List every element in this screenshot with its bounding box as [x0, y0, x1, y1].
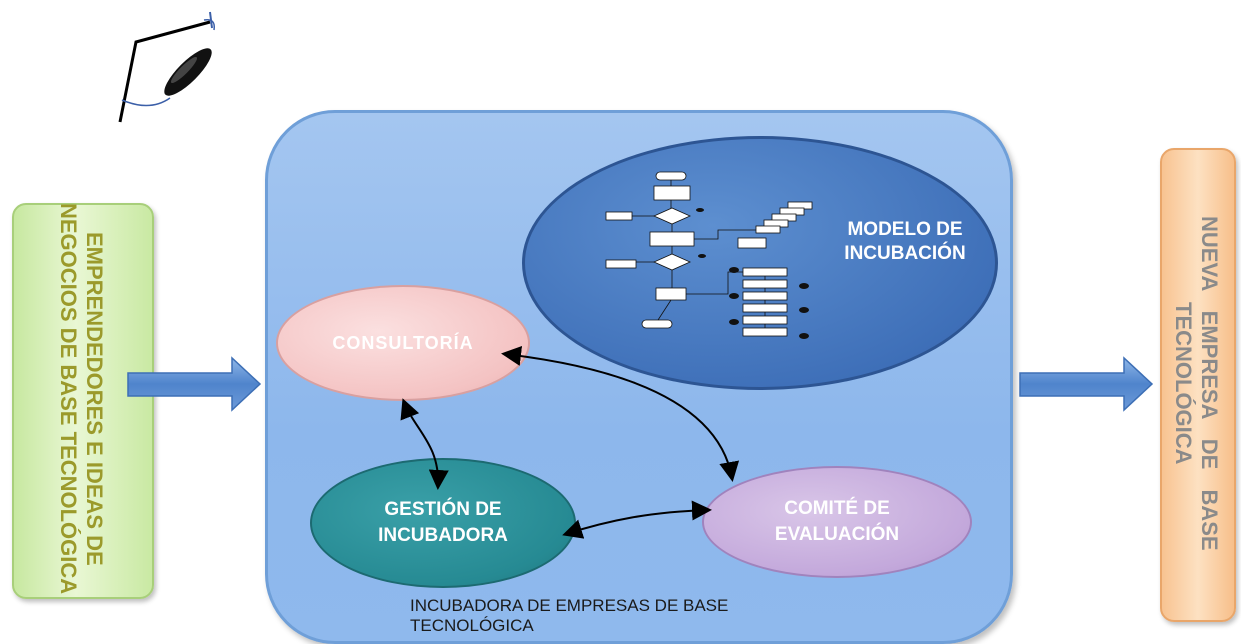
input-arrow-icon	[127, 356, 262, 412]
incubator-caption: INCUBADORA DE EMPRESAS DE BASE TECNOLÓGI…	[410, 596, 729, 635]
output-arrow-icon	[1019, 356, 1154, 412]
connector-gestion-comite	[562, 500, 712, 539]
new-company-label: NUEVA EMPRESA DE BASE TECNOLÓGICA	[1171, 215, 1222, 551]
entrepreneurs-box	[12, 203, 154, 599]
connector-consultoria-comite	[501, 345, 740, 482]
model-label: MODELO DE INCUBACIÓN	[844, 219, 966, 264]
new-company-box	[1160, 148, 1236, 622]
consultoria-label: CONSULTORÍA	[332, 332, 474, 353]
consultoria-oval: CONSULTORÍA	[276, 285, 530, 401]
comite-oval: COMITÉ DE EVALUACIÓN	[702, 466, 972, 578]
gestion-label: GESTIÓN DE INCUBADORA	[378, 499, 508, 546]
entrepreneurs-label: EMPRENDEDORES E IDEAS DE NEGOCIOS DE BAS…	[56, 203, 107, 595]
comite-label: COMITÉ DE EVALUACIÓN	[774, 498, 900, 545]
entrepreneurs-label-wrap: EMPRENDEDORES E IDEAS DE NEGOCIOS DE BAS…	[12, 203, 150, 595]
new-company-label-wrap: NUEVA EMPRESA DE BASE TECNOLÓGICA	[1160, 148, 1232, 618]
flowchart-thumbnail	[605, 171, 813, 339]
connector-consultoria-gestion	[400, 398, 449, 490]
